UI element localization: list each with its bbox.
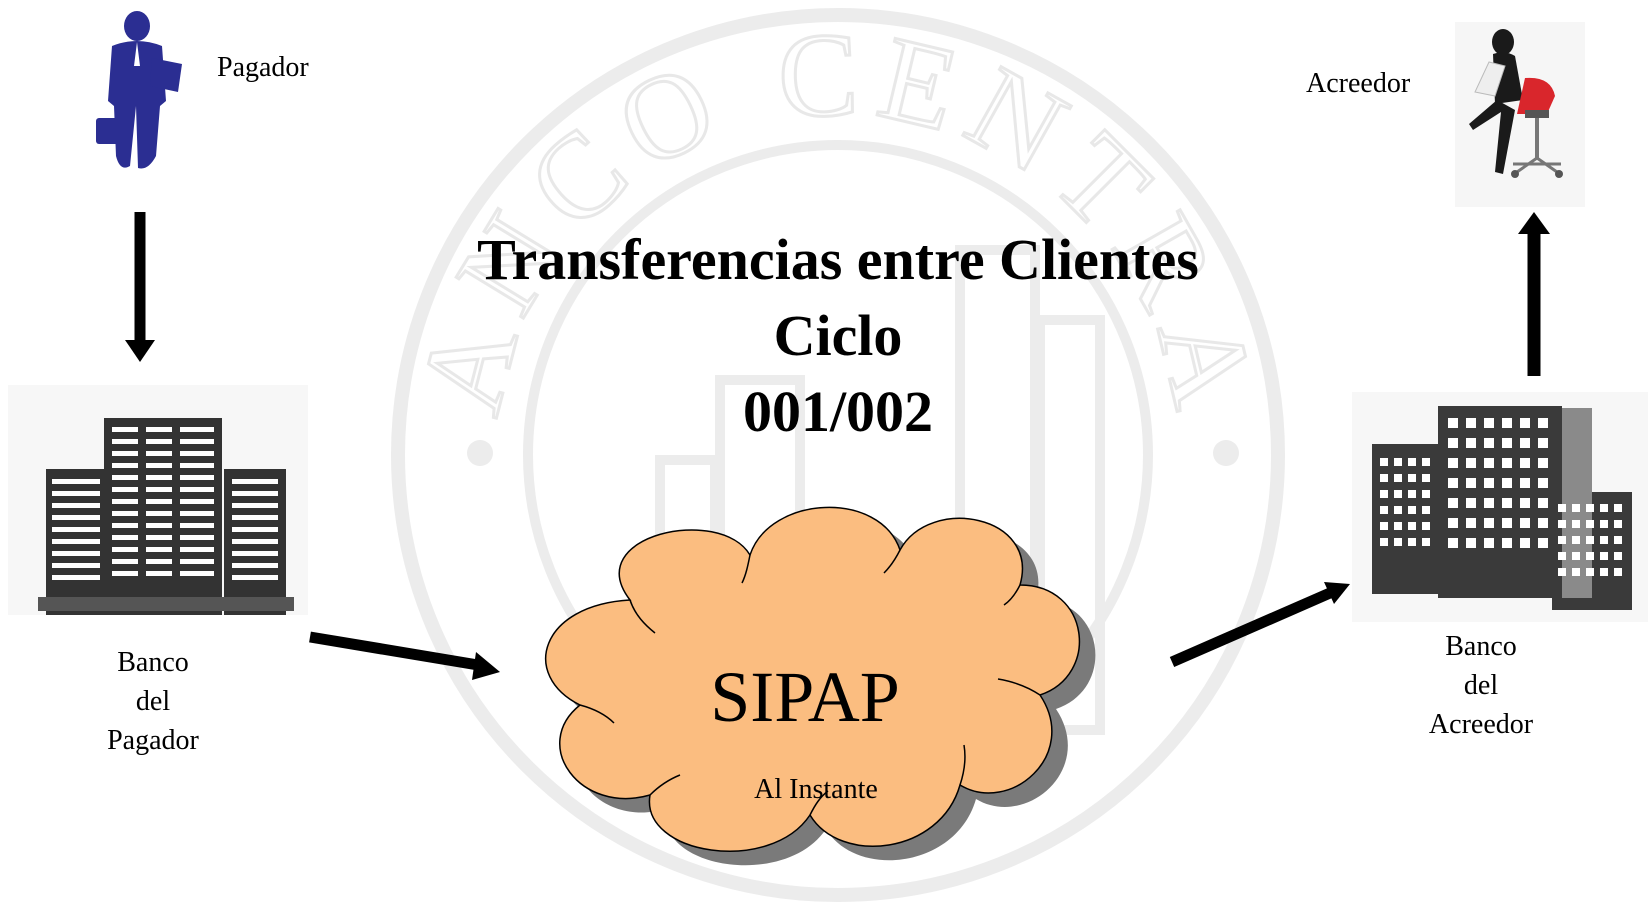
seated-woman-icon [1455, 22, 1585, 207]
creditor-label: Acreedor [1306, 68, 1411, 99]
payer-bank-label: Banco del Pagador [107, 647, 199, 756]
arrow-bank-to-sipap [309, 631, 479, 671]
office-building-icon [8, 385, 308, 615]
title-line-1: Transferencias entre Clientes [477, 227, 1199, 292]
title-line-3: 001/002 [742, 379, 934, 444]
creditor-bank-label: Banco del Acreedor [1428, 631, 1534, 740]
title-line-2: Ciclo [773, 303, 903, 368]
sipap-subtitle: Al Instante [754, 774, 878, 805]
arrow-sipap-to-bank [1169, 587, 1333, 668]
diagram-title: Transferencias entre Clientes Ciclo 001/… [338, 222, 1338, 450]
sipap-title: SIPAP [710, 657, 900, 737]
businessman-icon [96, 11, 182, 169]
payer-label: Pagador [217, 52, 309, 83]
office-building-icon [1352, 392, 1648, 622]
sipap-cloud [544, 506, 1096, 866]
